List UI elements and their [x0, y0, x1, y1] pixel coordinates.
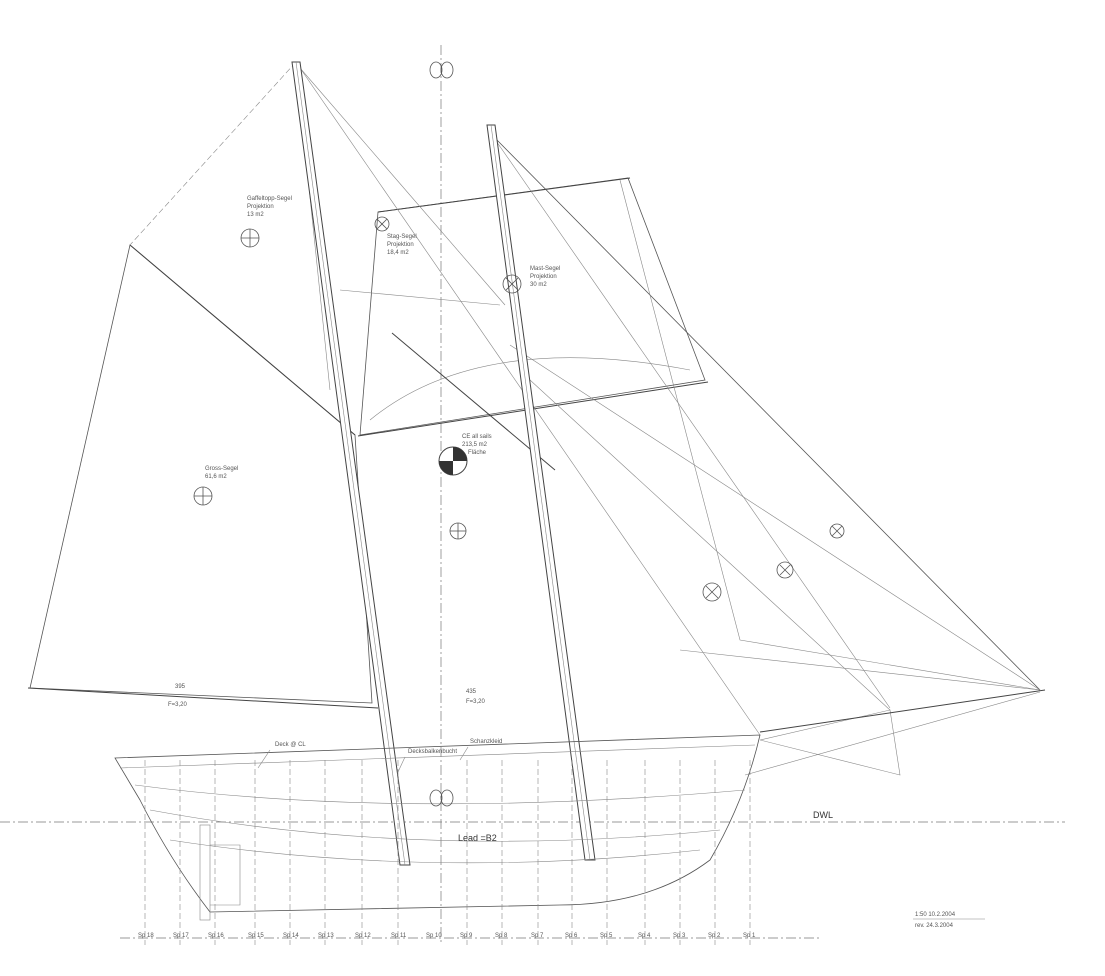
topsail-centroid-icon: [240, 228, 260, 248]
jib-foot: [679, 649, 1041, 691]
station-label: Sp 10: [426, 933, 442, 939]
station-ticks: [144, 760, 751, 945]
station-label: Sp 9: [460, 933, 473, 939]
rudder: [199, 824, 211, 921]
waterline-1: [134, 784, 746, 805]
station-label: Sp 11: [391, 933, 407, 939]
bowsprit: [759, 689, 1046, 733]
deck-label: Deck @ CL: [275, 742, 306, 748]
jib-centroid-icon-2: [776, 561, 794, 579]
station-label: Sp 13: [318, 933, 334, 939]
station-label: Sp 3: [673, 933, 686, 939]
main-gaff: [129, 244, 356, 436]
scale-date: 1:50 10.2.2004: [915, 912, 956, 918]
deck-leader: [257, 749, 271, 769]
station-label: Sp 5: [600, 933, 613, 939]
mainsail-centroid-icon: [193, 486, 213, 506]
jib-leech-2: [529, 379, 891, 711]
station-label: Sp 4: [638, 933, 651, 939]
centerline-symbol-bottom: [429, 789, 454, 807]
ce-area: 213,5 m2: [462, 442, 488, 448]
mastsail-sub: Projektion: [530, 274, 557, 280]
mainsail-area: 61,6 m2: [205, 474, 227, 480]
bobstay: [744, 691, 1041, 776]
staysail-sub: Projektion: [387, 242, 414, 248]
jib-centroid-icon-3: [829, 523, 845, 539]
ce-label: CE all sails: [462, 434, 492, 440]
station-label: Sp 6: [565, 933, 578, 939]
waterline-2: [149, 809, 721, 842]
revision-date: rev. 24.3.2004: [915, 923, 954, 929]
mastsail-area: 30 m2: [530, 282, 547, 288]
dwl-label: DWL: [813, 810, 833, 820]
station-label: Sp 2: [708, 933, 721, 939]
main-boom: [27, 687, 379, 709]
jib-outline: [619, 179, 1041, 691]
stay: [299, 67, 506, 306]
ce-symbol-icon: [438, 446, 468, 476]
lead-label: Lead =B2: [458, 833, 497, 843]
station-labels: Sp 18 Sp 17 Sp 16 Sp 15 Sp 14 Sp 13 Sp 1…: [138, 933, 756, 939]
boom-dim-left: 395: [175, 684, 186, 690]
station-label: Sp 16: [208, 933, 224, 939]
span: [339, 289, 501, 306]
bulwark-label: Schanzkleid: [470, 739, 502, 745]
mainsail-outline: [29, 244, 373, 704]
boom-dim-right: 435: [466, 689, 477, 695]
staysail-label: Stag-Segel: [387, 234, 417, 240]
keel-box: [210, 844, 241, 906]
bobstay-triangle: [759, 709, 901, 776]
sheer-line: [119, 744, 756, 769]
centerline-symbol-top: [429, 61, 454, 79]
forestay-2: [491, 134, 891, 709]
jib-centroid-icon-1: [702, 582, 722, 602]
beam-leader: [397, 756, 406, 773]
station-label: Sp 17: [173, 933, 189, 939]
mainmast: [486, 124, 596, 861]
station-label: Sp 14: [283, 933, 299, 939]
boom-dim-left-sub: F=3,20: [168, 702, 188, 708]
foresail-centroid-icon: [449, 522, 467, 540]
staysail-centroid-icon: [374, 216, 390, 232]
waterline-3: [169, 839, 701, 864]
topsail-area: 13 m2: [247, 212, 264, 218]
topsail-label: Gaffeltopp-Segel: [247, 196, 292, 202]
sail-curve: [369, 357, 691, 421]
mastsail-centroid-icon: [502, 274, 522, 294]
fore-gaff: [391, 332, 556, 471]
mainsail-label: Gross-Segel: [205, 466, 238, 472]
station-label: Sp 7: [531, 933, 544, 939]
mainmast-inner: [490, 124, 591, 861]
station-label: Sp 12: [355, 933, 371, 939]
jib-leech-1: [509, 344, 1041, 691]
bulwark-leader: [459, 746, 469, 761]
station-label: Sp 8: [495, 933, 508, 939]
beam-label: Decksbalkenbucht: [408, 749, 457, 755]
foremast-inner: [295, 61, 406, 866]
station-label: Sp 15: [248, 933, 264, 939]
station-label: Sp 18: [138, 933, 154, 939]
forestay-1: [491, 134, 1041, 691]
boom-dim-right-sub: F=3,20: [466, 699, 486, 705]
title-block: 1:50 10.2.2004 rev. 24.3.2004: [913, 912, 985, 929]
staysail-area: 18,4 m2: [387, 250, 409, 256]
ce-sub: Fläche: [468, 450, 487, 456]
hull-outline: [114, 734, 761, 913]
foremast: [291, 61, 411, 866]
topsail-sub: Projektion: [247, 204, 274, 210]
topsail-leech: [129, 61, 297, 246]
mastsail-label: Mast-Segel: [530, 266, 560, 272]
station-label: Sp 1: [743, 933, 756, 939]
